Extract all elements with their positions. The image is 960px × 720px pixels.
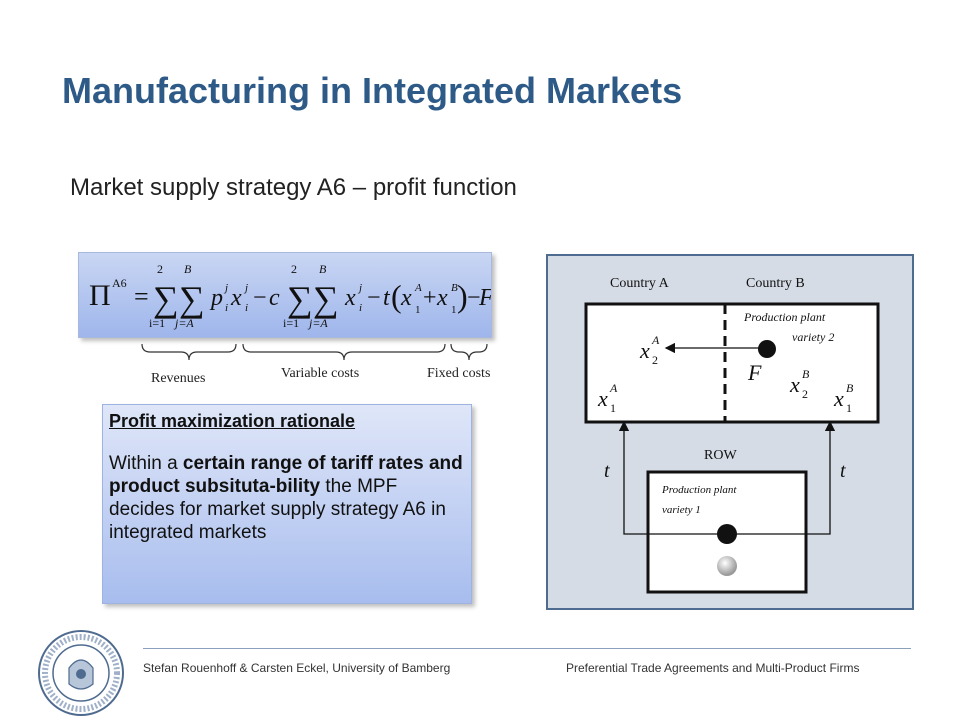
svg-text:t: t — [383, 285, 391, 311]
profit-function-formula: Π A6 = 2 ∑ i=1 B ∑ j=A p j i x j i − c 2… — [78, 252, 492, 338]
footer-divider — [143, 648, 911, 649]
university-seal-icon — [38, 630, 124, 716]
rationale-box: Profit maximization rationale Within a c… — [102, 404, 472, 604]
slide-subtitle: Market supply strategy A6 – profit funct… — [70, 174, 517, 201]
svg-text:+: + — [423, 285, 437, 311]
svg-text:c: c — [269, 285, 280, 311]
svg-text:j: j — [243, 282, 248, 294]
svg-text:=: = — [134, 282, 149, 311]
plant-1-shadow-dot — [717, 556, 737, 576]
plant-2-dot — [758, 340, 776, 358]
svg-text:j: j — [223, 282, 228, 294]
country-b-label: Country B — [746, 276, 805, 291]
footer-authors: Stefan Rouenhoff & Carsten Eckel, Univer… — [143, 661, 451, 675]
variable-costs-label: Variable costs — [281, 366, 360, 381]
svg-text:x: x — [344, 285, 356, 311]
rationale-body-bold: certain range of tariff rates and produc… — [109, 453, 463, 497]
footer-presentation-title: Preferential Trade Agreements and Multi-… — [566, 661, 860, 675]
svg-text:B: B — [451, 282, 458, 294]
svg-text:B: B — [802, 367, 810, 381]
svg-text:j=A: j=A — [173, 316, 194, 330]
svg-text:1: 1 — [415, 304, 421, 316]
rationale-heading: Profit maximization rationale — [109, 411, 356, 431]
svg-text:): ) — [457, 278, 468, 314]
svg-text:2: 2 — [291, 262, 297, 276]
svg-text:j: j — [357, 282, 362, 294]
svg-text:1: 1 — [846, 401, 852, 415]
svg-text:−: − — [253, 285, 267, 311]
svg-text:x: x — [833, 386, 844, 411]
svg-text:1: 1 — [451, 304, 457, 316]
svg-text:B: B — [184, 262, 192, 276]
svg-text:F: F — [478, 285, 491, 311]
svg-text:−: − — [467, 285, 481, 311]
svg-text:∑: ∑ — [313, 279, 339, 319]
svg-text:i: i — [245, 302, 248, 314]
svg-text:1: 1 — [610, 401, 616, 415]
svg-text:∑: ∑ — [179, 279, 205, 319]
integrated-market-box — [584, 302, 880, 424]
tariff-right-symbol: t — [840, 460, 846, 482]
plant-1-label-line2: variety 1 — [662, 504, 701, 516]
svg-text:2: 2 — [157, 262, 163, 276]
rationale-body-post: the MPF decides for market supply strate… — [109, 476, 446, 543]
svg-text:x: x — [436, 285, 448, 311]
svg-text:A: A — [414, 282, 422, 294]
svg-text:B: B — [846, 381, 854, 395]
svg-text:x: x — [789, 372, 800, 397]
country-a-label: Country A — [610, 276, 669, 291]
rationale-body-pre: Within a — [109, 453, 183, 474]
svg-text:(: ( — [391, 278, 402, 314]
plant-2-label-line2: variety 2 — [792, 330, 835, 344]
revenues-label: Revenues — [151, 371, 206, 386]
plant-1-label-line1: Production plant — [662, 484, 737, 496]
plant-1-dot — [717, 524, 737, 544]
svg-text:x: x — [639, 338, 650, 363]
svg-text:∑: ∑ — [287, 279, 313, 319]
svg-text:p: p — [209, 285, 223, 311]
svg-text:x: x — [400, 285, 412, 311]
svg-text:−: − — [367, 285, 381, 311]
svg-text:i=1: i=1 — [283, 316, 299, 330]
profit-superscript: A6 — [112, 276, 127, 290]
fixed-costs-label: Fixed costs — [427, 366, 491, 381]
slide-title: Manufacturing in Integrated Markets — [62, 70, 683, 111]
svg-text:i: i — [359, 302, 362, 314]
tariff-left-symbol: t — [604, 460, 610, 482]
svg-text:Π: Π — [89, 279, 111, 312]
svg-text:∑: ∑ — [153, 279, 179, 319]
svg-text:2: 2 — [802, 387, 808, 401]
svg-text:B: B — [319, 262, 327, 276]
svg-text:i=1: i=1 — [149, 316, 165, 330]
rationale-body: Within a certain range of tariff rates a… — [109, 452, 465, 544]
fixed-cost-symbol: F — [748, 360, 762, 385]
svg-text:A: A — [651, 333, 660, 347]
svg-text:A: A — [609, 381, 618, 395]
svg-text:i: i — [225, 302, 228, 314]
plant-2-label-line1: Production plant — [744, 310, 826, 324]
svg-text:x: x — [597, 386, 608, 411]
row-label: ROW — [704, 448, 737, 463]
svg-text:j=A: j=A — [307, 316, 328, 330]
svg-text:x: x — [230, 285, 242, 311]
svg-text:2: 2 — [652, 353, 658, 367]
